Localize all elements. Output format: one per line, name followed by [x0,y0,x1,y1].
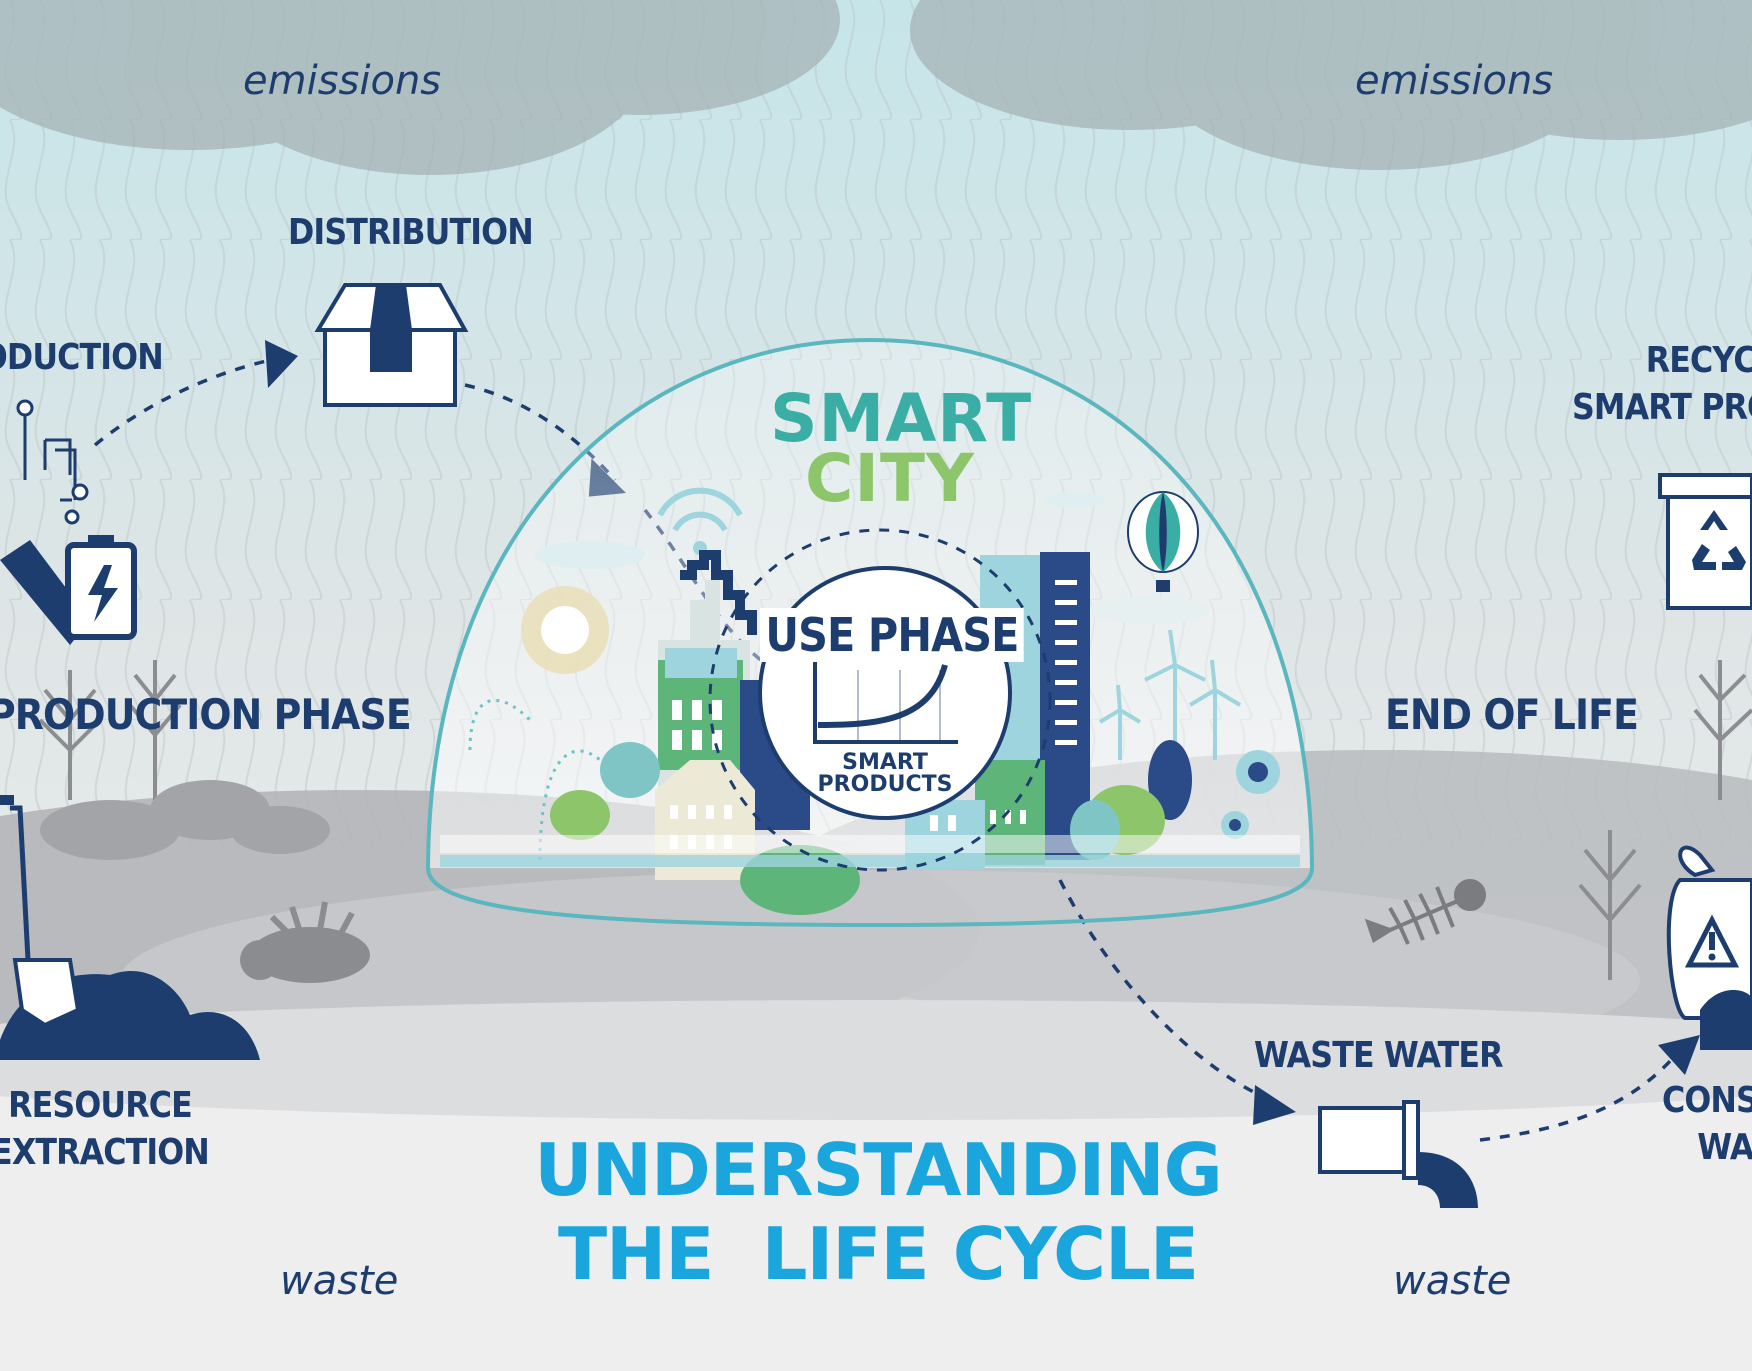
waste-label-right: waste [1393,1258,1512,1304]
bushes-left [40,780,330,860]
recycling-line2: SMART PRODUCTS [1572,387,1752,428]
dead-animal [240,901,370,983]
production-phase-label: PRODUCTION PHASE [0,690,412,739]
growth-curve-icon [813,660,958,744]
emission-clouds [0,0,1752,175]
smart-products-line1: SMART [842,750,928,775]
sun-icon [521,586,609,674]
use-phase-label: USE PHASE [760,608,1024,662]
fish-bones-icon [1364,879,1486,945]
smart-products-label: SMART PRODUCTS [805,752,965,796]
hot-air-balloon-icon [1127,491,1199,592]
end-of-life-label: END OF LIFE [1385,690,1639,739]
title-line-1: UNDERSTANDING [534,1128,1222,1212]
recycle-bin-icon [1658,473,1752,610]
city-label: CITY [805,440,975,517]
production-label: PRODUCTION [0,337,164,378]
smart-products-line2: PRODUCTS [817,772,953,797]
consumer-waste-label: CONSUMER WASTE [1662,1080,1752,1168]
consumer-waste-line2: WASTE [1697,1127,1752,1168]
pipe-icon [1318,1100,1478,1208]
waste-water-label: WASTE WATER [1254,1035,1504,1076]
emissions-label-right: emissions [1355,58,1554,104]
hazard-bag-icon [1666,845,1752,1050]
bare-trees-left [38,660,1752,980]
emissions-label-left: emissions [243,58,442,104]
shovel-icon [0,795,260,1060]
waste-label-left: waste [280,1258,399,1304]
smart-label: SMART [770,380,1033,457]
resource-extraction-line1: RESOURCE [8,1085,193,1126]
circuit-battery-icon [0,399,137,645]
recycling-line1: RECYCLING [1645,340,1752,381]
recycling-label: RECYCLING SMART PRODUCTS [1572,340,1752,428]
consumer-waste-line1: CONSUMER [1662,1080,1752,1121]
wind-turbines [1098,629,1242,760]
distribution-label: DISTRIBUTION [288,212,534,253]
resource-extraction-line2: EXTRACTION [0,1132,210,1173]
wifi-icon [657,487,743,532]
title-line-2: THE LIFE CYCLE [557,1212,1199,1296]
resource-extraction-label: RESOURCE EXTRACTION [0,1085,210,1173]
box-icon [314,283,469,407]
city-street [440,855,1300,867]
